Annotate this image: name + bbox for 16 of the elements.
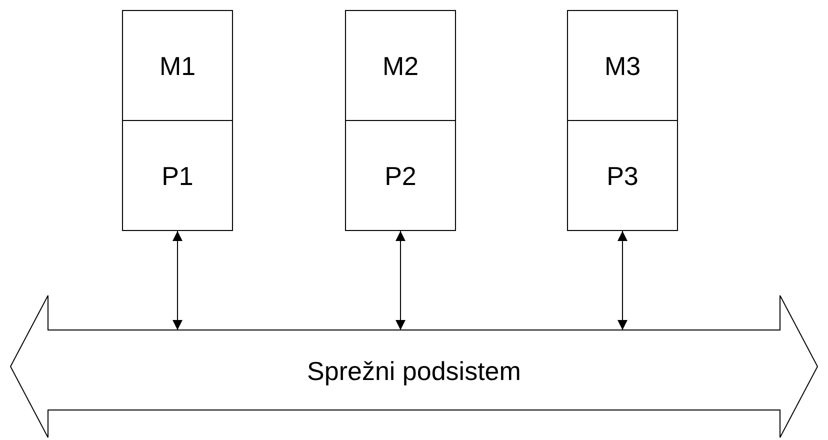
box-label: M3: [604, 52, 641, 78]
double-arrow: [618, 230, 628, 330]
block-box: [345, 120, 456, 231]
double-arrow: [396, 230, 406, 330]
double-arrow: [172, 230, 182, 330]
box-label: P1: [162, 162, 194, 188]
box-label: P3: [606, 162, 638, 188]
block-box: [122, 10, 233, 121]
bus-label: Sprežni podsistem: [307, 358, 521, 384]
block-box: [122, 120, 233, 231]
block-box: [567, 120, 678, 231]
block-box: [345, 10, 456, 121]
box-label: P2: [384, 162, 416, 188]
block-box: [567, 10, 678, 121]
box-label: M1: [159, 52, 196, 78]
box-label: M2: [382, 52, 419, 78]
